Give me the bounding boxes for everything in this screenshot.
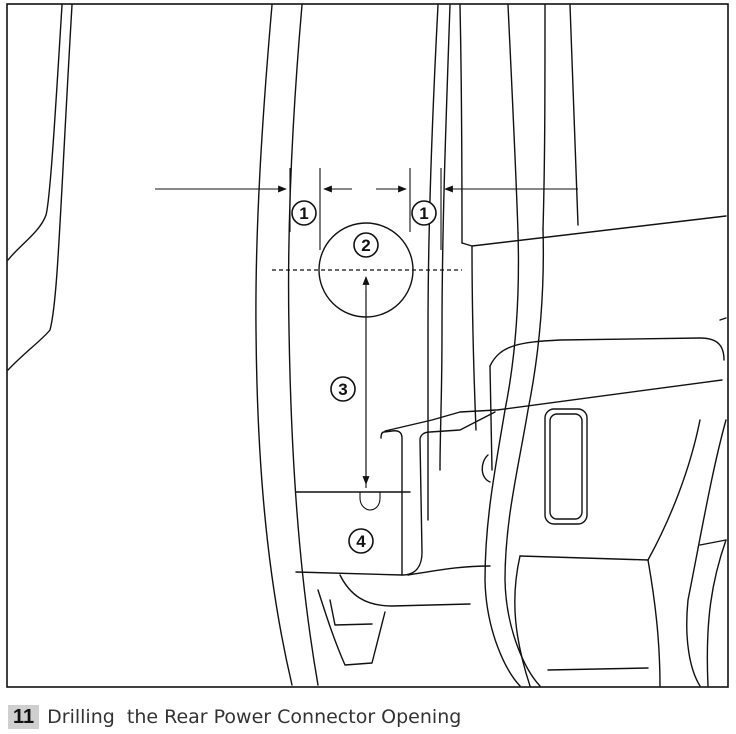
callout-1-right: 1 (411, 200, 437, 226)
figure-caption: 11 Drilling the Rear Power Connector Ope… (8, 704, 461, 730)
lower-fixtures (317, 565, 491, 666)
left-panel-outline (7, 4, 73, 371)
body-slot-opening (544, 408, 588, 525)
callout-3-label: 3 (338, 380, 347, 399)
dimension-1-left (155, 168, 352, 250)
door-pillar (255, 4, 463, 686)
callout-3: 3 (330, 376, 356, 402)
callout-1-right-label: 1 (419, 204, 428, 223)
callout-2: 2 (353, 232, 379, 258)
diagram-frame (6, 3, 729, 688)
callout-2-label: 2 (361, 236, 370, 255)
callout-4-label: 4 (356, 532, 366, 551)
rear-body-structure (461, 4, 727, 687)
callout-4: 4 (348, 528, 374, 554)
callout-1-left-label: 1 (299, 204, 308, 223)
step-number-badge: 11 (8, 705, 40, 729)
callout-1-left: 1 (291, 200, 317, 226)
mounting-bracket (295, 409, 497, 576)
caption-title: Drilling the Rear Power Connector Openin… (47, 706, 462, 728)
dimension-1-right (376, 168, 578, 250)
